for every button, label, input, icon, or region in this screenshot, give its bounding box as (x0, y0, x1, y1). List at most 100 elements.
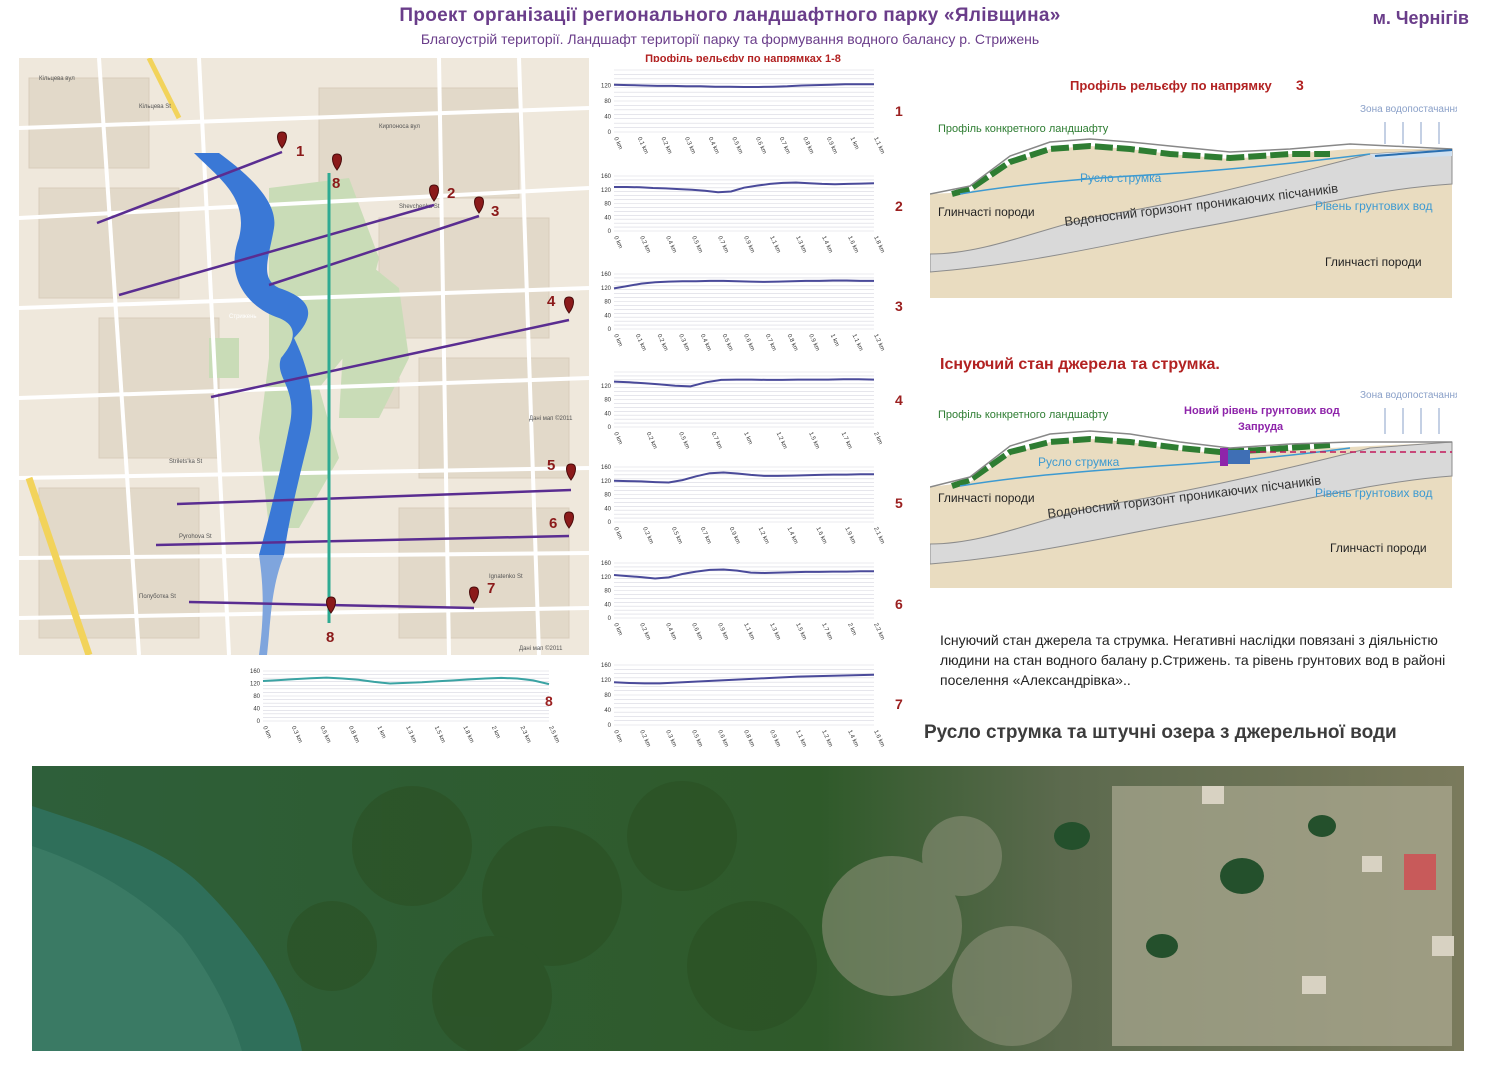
map-marker-icon (332, 153, 342, 171)
profile-line-4 (210, 318, 570, 399)
profile-x-tick: 2 km (490, 725, 501, 739)
street-label: Strilets'ka St (169, 459, 202, 465)
profile-line-2 (118, 203, 435, 297)
riverbed-label: Русло струмка (1080, 171, 1162, 185)
site-map: Кільцева вул Кільцева St Кирпоноса вул S… (19, 58, 589, 655)
landscape-label: Профіль конкретного ландшафту (938, 123, 1109, 135)
description-text: Існуючий стан джерела та струмка. Негати… (940, 632, 1446, 688)
street-label: Кирпоноса вул (379, 124, 420, 130)
aerial-photo-svg (32, 766, 1464, 1051)
profile-y-tick: 80 (604, 202, 611, 208)
profile-y-tick: 80 (604, 589, 611, 595)
map-marker-icon (469, 586, 479, 604)
profile-y-tick: 80 (253, 694, 260, 700)
profile-number: 3 (895, 298, 903, 314)
map-marker-icon (564, 296, 574, 314)
map-marker-icon (277, 131, 287, 149)
profile-line-5 (176, 488, 572, 506)
profile-y-tick: 120 (601, 575, 612, 581)
profile-y-tick: 40 (604, 602, 611, 608)
river-label: Стрижень (229, 314, 257, 320)
profile-y-tick: 0 (608, 723, 612, 729)
diagram1-title: Профіль рельєфу по напрямку (1070, 78, 1272, 93)
profile-y-tick: 40 (604, 215, 611, 221)
page-title: Проект організації регионального ландшаф… (399, 5, 1061, 26)
map-marker-label: 4 (547, 293, 556, 310)
profile-number: 4 (895, 392, 903, 408)
profile-y-tick: 80 (604, 493, 611, 499)
dam-label: Запруда (1238, 421, 1284, 433)
map-marker-label: 8 (332, 175, 340, 192)
profile-x-tick: 0 km (612, 729, 623, 743)
profile-y-tick: 160 (250, 669, 261, 675)
profile-y-tick: 160 (601, 465, 612, 471)
profile-line-series (613, 83, 874, 88)
aerial-photo (32, 766, 1464, 1051)
profile-y-tick: 120 (601, 384, 612, 390)
profile-line-series (613, 471, 874, 484)
profile-y-tick: 0 (608, 229, 612, 235)
groundwater-label: Рівень грунтових вод (1315, 486, 1432, 500)
profile-y-tick: 80 (604, 693, 611, 699)
street-label: Ignatenko St (489, 574, 523, 580)
profile-x-tick: 0 km (612, 235, 623, 249)
profile-line-series (613, 378, 875, 388)
street-label: Shevchenka St (399, 204, 440, 210)
profile-y-tick: 0 (608, 327, 612, 333)
terrain-diagram-2: Зона водопостачання Профіль конкретного … (930, 382, 1457, 588)
profile-y-tick: 0 (608, 520, 612, 526)
zone-label: Зона водопостачання (1360, 390, 1457, 401)
profile-y-tick: 160 (601, 663, 612, 669)
page-subtitle: Благоустрій території. Ландшафт територі… (420, 31, 1040, 47)
profile-number: 7 (895, 696, 903, 712)
profile-y-tick: 40 (253, 707, 260, 713)
map-attribution: Дані мап ©2011 (529, 415, 573, 422)
clay-top-label: Глинчасті породи (938, 205, 1035, 219)
profile-y-tick: 80 (604, 99, 611, 105)
profile-number: 6 (895, 596, 903, 612)
riverbed-label: Русло струмка (1038, 455, 1120, 469)
profile-x-tick: 1 km (849, 136, 860, 150)
profile-y-tick: 0 (608, 425, 612, 431)
profile-y-tick: 120 (601, 678, 612, 684)
profile-line-6 (155, 534, 570, 547)
map-marker-icon (566, 463, 576, 481)
profile-y-tick: 80 (604, 398, 611, 404)
profile-y-tick: 40 (604, 411, 611, 417)
zone-label: Зона водопостачання (1360, 104, 1457, 115)
profile-line-series (613, 279, 874, 290)
profile-y-tick: 120 (601, 84, 612, 90)
profile-y-tick: 0 (608, 616, 612, 622)
profile-x-tick: 1 km (376, 725, 387, 739)
map-marker-label: 2 (447, 185, 455, 202)
profile-line-series (613, 568, 874, 580)
profile-frame (594, 364, 886, 457)
profile-frame (594, 657, 886, 755)
map-marker-label: 5 (547, 457, 555, 474)
profile-y-tick: 40 (604, 313, 611, 319)
profile-x-tick: 1 km (742, 431, 753, 445)
profile-y-tick: 40 (604, 115, 611, 121)
profile-x-tick: 0 km (612, 622, 623, 636)
profile-y-tick: 120 (601, 286, 612, 292)
clay-bottom-label: Глинчасті породи (1330, 541, 1427, 555)
groundwater-label: Рівень грунтових вод (1315, 199, 1432, 213)
map-marker-label: 1 (296, 143, 304, 160)
clay-bottom-label: Глинчасті породи (1325, 255, 1422, 269)
profile-y-tick: 160 (601, 561, 612, 567)
profile-y-tick: 120 (601, 479, 612, 485)
profile-y-tick: 120 (250, 682, 261, 688)
street-label: Кільцева St (139, 104, 171, 110)
profile-line-1 (96, 150, 283, 225)
clay-top-label: Глинчасті породи (938, 491, 1035, 505)
profile-x-tick: 1 km (829, 333, 840, 347)
map-marker-label: 7 (487, 580, 495, 597)
profile-x-tick: 2 km (872, 431, 883, 445)
